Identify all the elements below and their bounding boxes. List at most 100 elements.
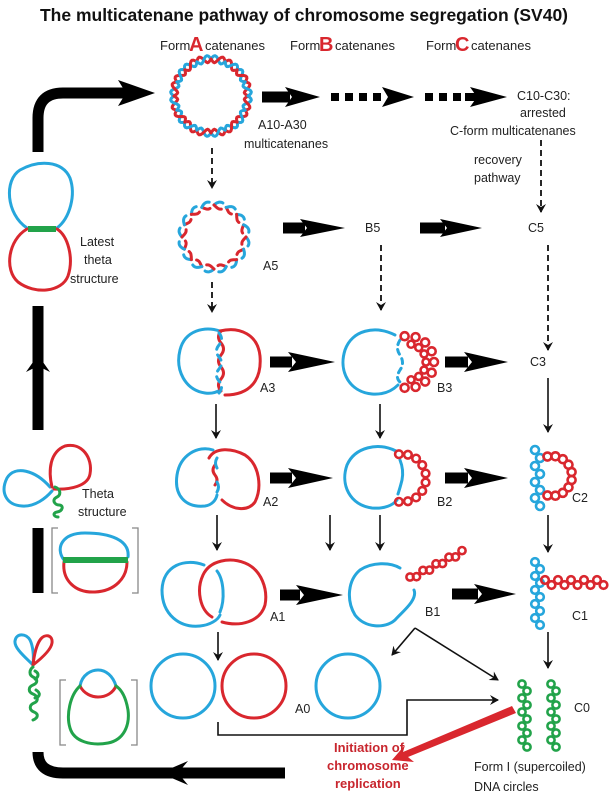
red-strand [240,247,246,260]
a5-catenane [177,200,251,274]
a0-separated-circles [149,652,288,720]
coil-loop [517,735,527,745]
red-strand [242,94,252,112]
coil-loop [551,714,561,724]
label-initiation-of: Initiation of [334,740,405,755]
coil-loop [410,381,421,393]
b1-released-circle [314,652,382,720]
coil-loop [529,612,541,624]
coil-loop [413,342,424,353]
label-theta: theta [84,253,112,267]
blue-strand [240,223,246,235]
red-strand [227,258,239,264]
blue-strand [216,263,228,269]
label-replication: replication [335,776,401,791]
coil-loop [402,449,414,460]
bracket-left [59,679,66,746]
label-b5: B5 [365,221,380,235]
a0-red-circle [220,652,288,720]
label-structure: structure [70,272,119,286]
header-letter-b: B [319,34,333,56]
coil-loop [428,356,440,368]
coil-loop [393,449,405,460]
red-strand [189,210,201,216]
coil-loop [546,679,556,689]
blue-strand [203,267,216,274]
c0-supercoiled-circles [517,679,561,752]
label-c3: C3 [530,355,546,369]
latest-theta-structure [7,161,74,292]
coil-loop [393,496,405,507]
blue-strand [200,205,212,211]
coil-loop [419,365,429,375]
c2-catenane [529,444,577,512]
a2-catenane [175,447,261,510]
coil-loop [406,374,416,385]
label-c0: C0 [574,701,590,715]
label-form-i-supercoiled: Form I (supercoiled) [474,760,586,774]
red-strand [170,80,180,98]
coil-loop [529,492,541,504]
label-c2: C2 [572,491,588,505]
header-prefix: Form [160,38,190,53]
coil-loop [529,598,541,610]
label-recovery: recovery [474,153,523,167]
coil-loop [546,693,556,703]
red-strand [191,263,204,269]
red-strand [169,94,181,112]
coil-loop [420,468,431,479]
coil-loop [517,679,527,689]
coil-loop [529,444,541,456]
coil-loop [534,500,546,512]
arrow-a0-to-c0 [217,695,499,736]
b1-catenane [347,545,467,628]
coil-loop [598,579,609,591]
coil-loop [450,552,461,562]
coil-loop [406,339,416,350]
red-strand [217,265,228,274]
coil-loop [578,574,590,586]
red-strand [180,228,188,239]
coil-loop [551,686,561,696]
red-strand [242,223,251,234]
red-strand [223,60,240,72]
red-strand [200,200,211,209]
coil-loop [437,558,448,569]
replication-cycle-arrow [26,80,285,785]
label-b2: B2 [437,495,452,509]
arrowhead-left [160,761,188,785]
coil-loop [529,570,541,582]
red-strand [195,54,213,66]
label-b3: B3 [437,381,452,395]
coil-loop [591,574,603,586]
coil-loop [424,565,435,575]
coil-loop [522,714,532,724]
label-theta-structure: structure [78,505,127,519]
top-row-arrows [262,87,507,107]
a3-catenane [177,327,262,397]
coil-loop [546,735,556,745]
coil-loop [534,484,546,496]
red-strand [177,240,186,251]
column-header-b: Form B catenanes [290,34,395,56]
coil-loop [417,485,428,496]
label-c-form-multicatenanes: C-form multicatenanes [450,124,576,138]
coil-loop [534,619,546,631]
red-strand [209,126,227,138]
blue-strand [195,258,204,269]
coil-loop [559,579,570,591]
coil-loop [399,382,410,394]
red-strand [182,120,199,132]
b2-catenane [343,445,431,510]
label-c1: C1 [572,609,588,623]
column-header-a: Form A catenanes [160,34,265,56]
label-a10-a30: A10-A30 [258,118,307,132]
coil-loop [417,460,428,471]
coil-loop [585,579,596,591]
coil-loop [534,563,546,575]
header-letter-a: A [189,34,203,56]
coil-loop [551,742,561,752]
coil-loop [551,700,561,710]
label-a1: A1 [270,610,285,624]
coil-loop [546,707,556,717]
